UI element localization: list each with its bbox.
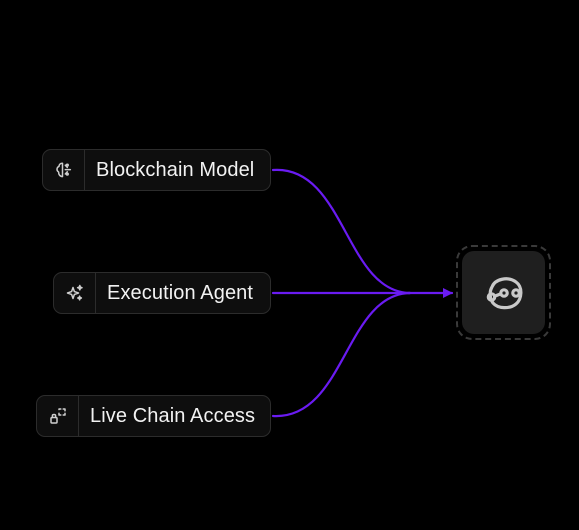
connector-blockchain-model	[271, 168, 412, 295]
node-label: Live Chain Access	[90, 404, 256, 427]
brain-icon	[55, 162, 71, 178]
node-icon-cell	[43, 150, 85, 190]
scan-lock-icon	[49, 408, 66, 424]
logo-mark-icon	[486, 276, 522, 309]
connector-live-chain-access	[271, 291, 412, 418]
sparkles-icon	[66, 284, 83, 301]
node-blockchain-model[interactable]: Blockchain Model	[42, 149, 271, 191]
node-live-chain-access[interactable]: Live Chain Access	[36, 395, 271, 437]
hub-node[interactable]	[456, 245, 551, 340]
node-label: Blockchain Model	[96, 158, 255, 181]
hub-node-inner	[462, 251, 545, 334]
node-label: Execution Agent	[107, 281, 254, 304]
node-execution-agent[interactable]: Execution Agent	[53, 272, 271, 314]
node-icon-cell	[54, 273, 96, 313]
node-icon-cell	[37, 396, 79, 436]
